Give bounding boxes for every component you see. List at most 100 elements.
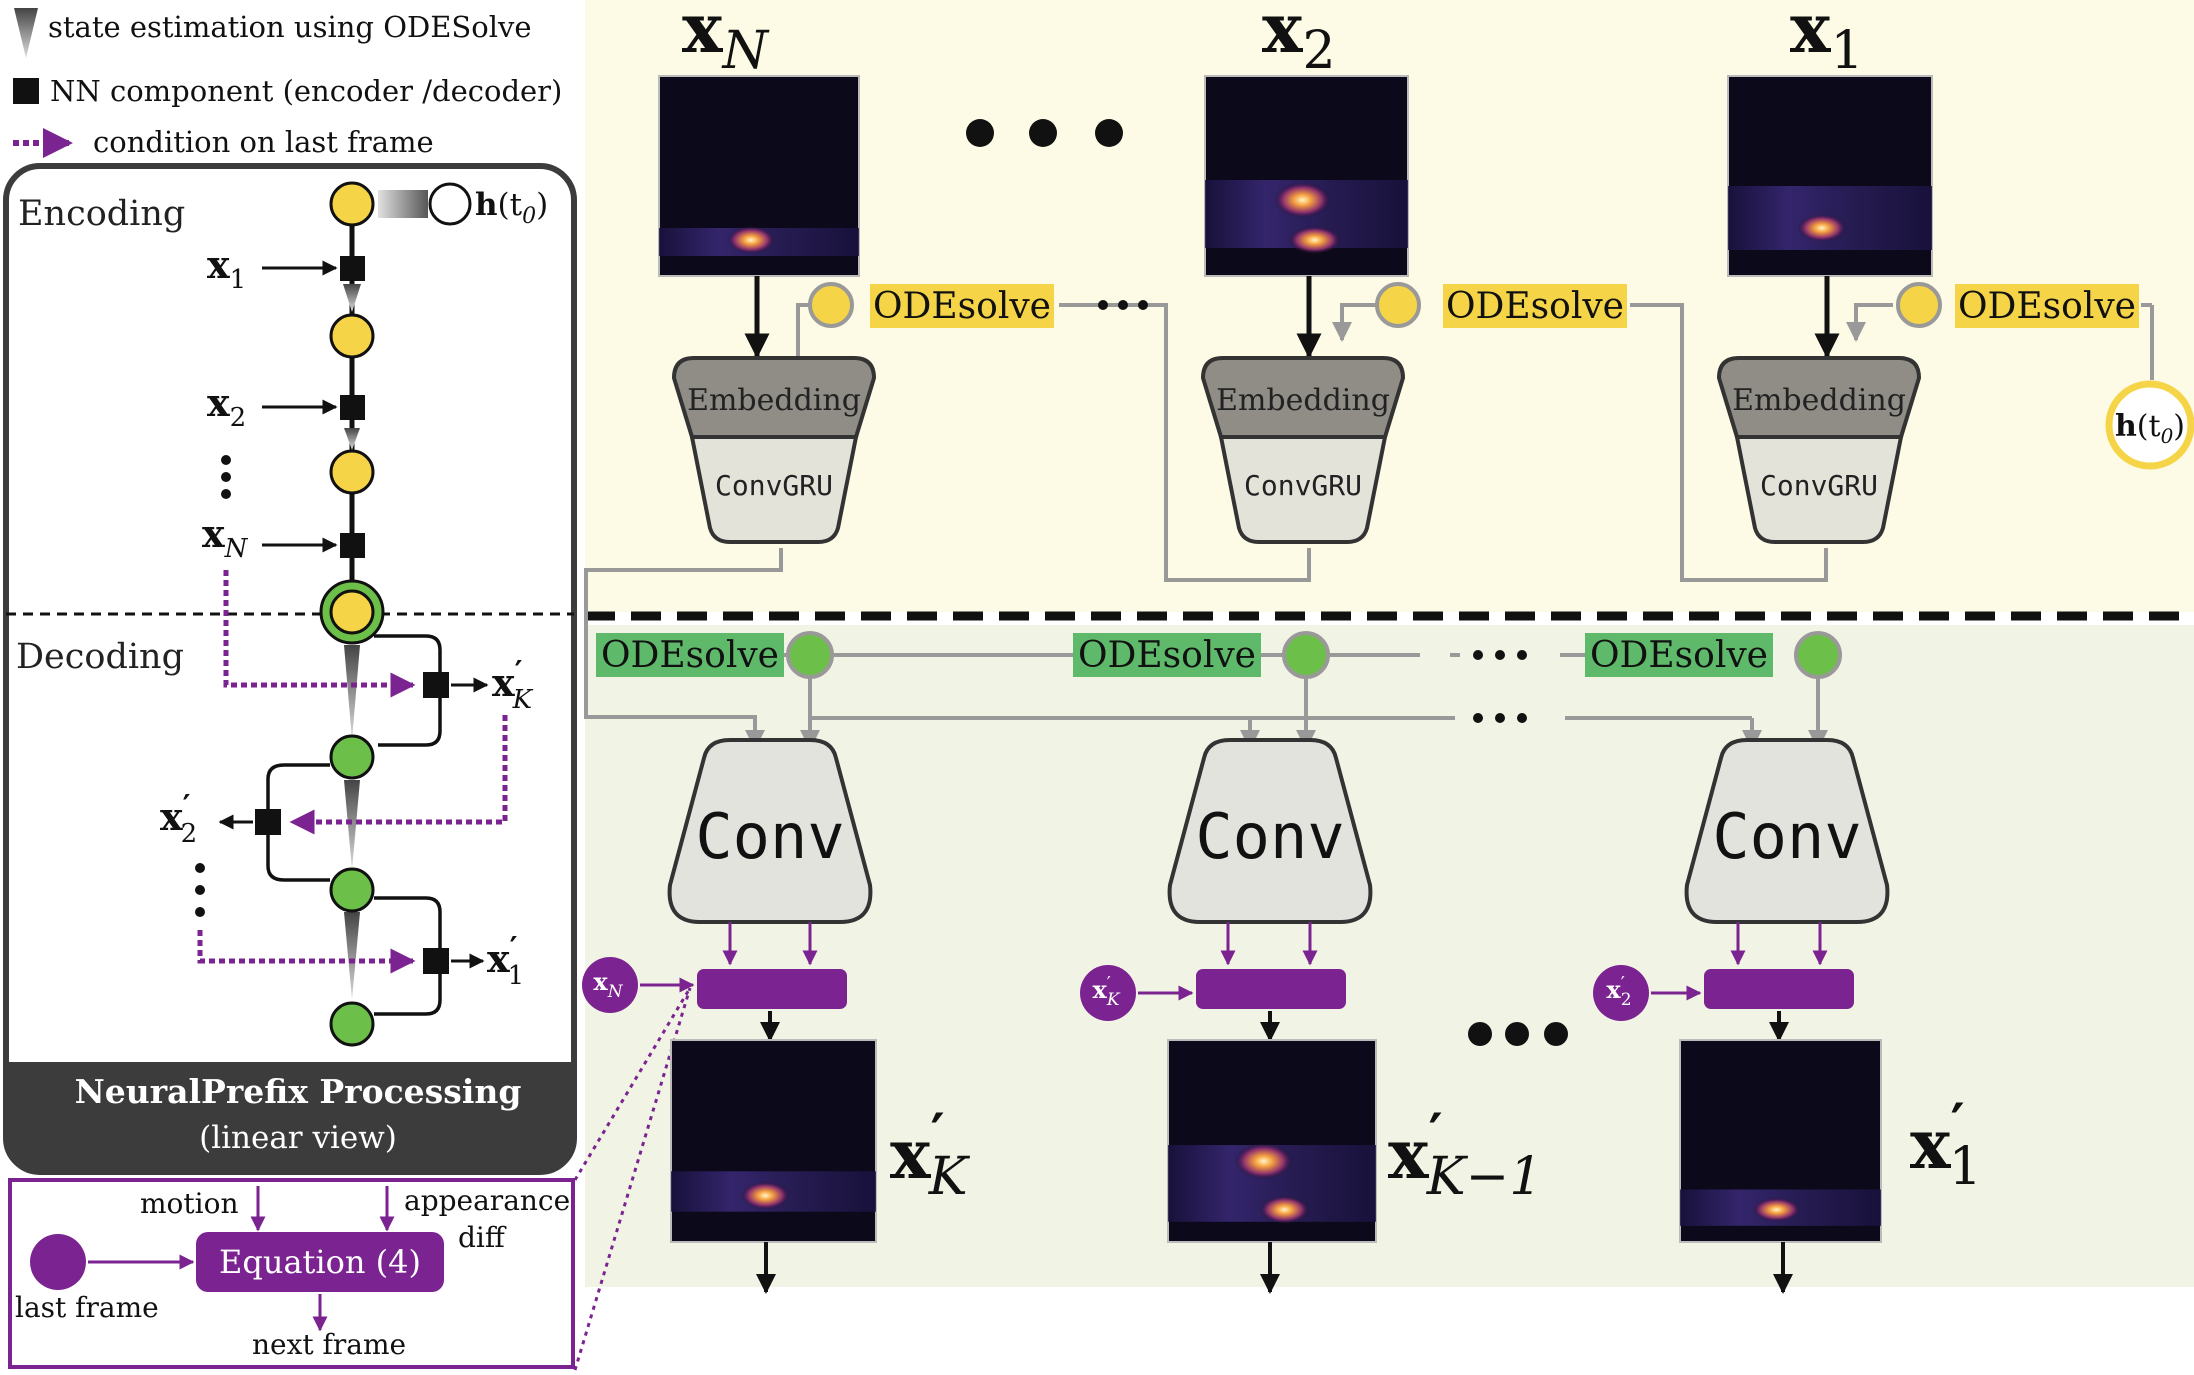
- state-node: [329, 313, 375, 359]
- panel-title: NeuralPrefix Processing: [75, 1072, 522, 1111]
- nn-square-icon: [13, 78, 39, 104]
- dec-output-x2: x′2: [160, 789, 197, 849]
- encoder-block-2: Embedding ConvGRU: [1200, 356, 1406, 544]
- odesolve-label: ODEsolve: [873, 286, 1051, 327]
- state-node: [329, 449, 375, 495]
- odesolve-tag: [1443, 284, 1627, 328]
- legend-condition: condition on last frame: [93, 125, 434, 159]
- equation-label: Equation (4): [219, 1243, 421, 1281]
- cond-label-xK: x′K: [1092, 973, 1120, 1010]
- odesolve-tag: [1585, 633, 1773, 677]
- radar-frame-image: [1727, 75, 1933, 277]
- last-frame-label: last frame: [15, 1291, 159, 1324]
- ode-node: [808, 282, 854, 328]
- cond-label-x2: x′2: [1606, 973, 1631, 1010]
- encoder-nn-block: [340, 256, 365, 281]
- radar-frame-image: [1167, 1039, 1377, 1243]
- last-frame-node: [30, 1234, 86, 1290]
- condition-arrow: [289, 715, 508, 835]
- decoder-nn-block: [423, 948, 449, 974]
- decode-node: [329, 867, 375, 913]
- svg-text:xN: xN: [202, 511, 249, 564]
- ode-node: [1282, 631, 1330, 679]
- encoder-block-1: Embedding ConvGRU: [1716, 356, 1922, 544]
- equation-box: motion appearance diff Equation (4) last…: [8, 1178, 575, 1369]
- radar-frame-image: [1204, 75, 1409, 277]
- decoder-frames: [670, 1039, 1882, 1243]
- h0-start-node: [2105, 380, 2194, 470]
- diff-label: diff: [458, 1221, 507, 1254]
- output-label-x1: x′1: [1910, 1091, 1982, 1197]
- radar-frame-image: [658, 75, 860, 277]
- panel-footer: [6, 1062, 574, 1172]
- decoder-section: ODEsolve ODEsolve ODEsolve Conv Conv Con…: [582, 631, 1982, 1294]
- encoder-block-n: Embedding ConvGRU: [671, 356, 877, 544]
- decoding-label: Decoding: [16, 637, 184, 677]
- next-frame-label: next frame: [252, 1328, 406, 1361]
- frame-label-xN: xN: [682, 0, 770, 81]
- frame-label-x1: x1: [1790, 0, 1864, 81]
- cone-icon: [344, 645, 360, 740]
- odesolve-label: ODEsolve: [1958, 286, 2136, 327]
- latent-node: [329, 589, 375, 635]
- panel-h0-label: h(t0): [475, 187, 548, 229]
- equation-bar: [1704, 969, 1854, 1009]
- enc-input-xN: xN: [202, 511, 338, 564]
- panel-subtitle: (linear view): [199, 1120, 397, 1156]
- output-label-xK: x′K: [890, 1101, 971, 1207]
- legend-state-estimation: state estimation using ODESolve: [48, 10, 532, 44]
- encoder-nn-block: [340, 533, 365, 558]
- conv-label: Conv: [695, 800, 844, 873]
- decode-node: [329, 734, 375, 780]
- dec-output-xK: x′K: [492, 655, 534, 715]
- dec-output-x1: x′1: [487, 931, 524, 991]
- legend: state estimation using ODESolve NN compo…: [13, 8, 562, 159]
- conv-block-k: Conv: [667, 738, 873, 924]
- ode-node: [1794, 631, 1842, 679]
- convgru-label: ConvGRU: [1760, 469, 1878, 502]
- embedding-label: Embedding: [687, 383, 861, 418]
- cone-icon: [344, 780, 360, 870]
- cone-icon: [14, 8, 38, 58]
- odesolve-tag: [1073, 633, 1261, 677]
- decode-node: [329, 1001, 375, 1047]
- enc-input-x2: x2: [207, 380, 338, 433]
- conv-label: Conv: [1712, 800, 1861, 873]
- radar-frame-image: [1679, 1039, 1882, 1243]
- decoder-nn-block: [423, 672, 449, 698]
- conv-label: Conv: [1195, 800, 1344, 873]
- encoder-section: xN x2 x1 ODEsolve ODEsolve ODEsolve h(t0…: [584, 0, 2194, 750]
- h0-node: [428, 182, 472, 226]
- cond-label-xN: xN: [593, 967, 623, 1002]
- odesolve-label: ODEsolve: [601, 635, 779, 676]
- zoom-connector: [573, 987, 692, 1181]
- cone-icon: [344, 912, 360, 1000]
- legend-nn-component: NN component (encoder /decoder): [50, 74, 562, 108]
- frame-label-x2: x2: [1262, 0, 1336, 81]
- cone-icon: [343, 284, 361, 312]
- decoder-nn-block: [255, 809, 281, 835]
- condition-arrow: [223, 570, 416, 698]
- radar-frame-image: [670, 1039, 877, 1243]
- equation-node: [196, 1232, 444, 1292]
- equation-bar: [697, 969, 847, 1009]
- odesolve-label: ODEsolve: [1590, 635, 1768, 676]
- ode-node: [1896, 282, 1942, 328]
- neuralprefix-panel: NeuralPrefix Processing (linear view) En…: [3, 163, 577, 1175]
- condition-arrow: [197, 930, 416, 974]
- svg-text:x2: x2: [207, 380, 246, 433]
- svg-text:x1: x1: [207, 242, 246, 295]
- odesolve-tag: [870, 284, 1054, 328]
- appearance-label: appearance: [404, 1184, 570, 1217]
- cond-node: [1080, 965, 1136, 1021]
- conv-block-k1: Conv: [1167, 738, 1373, 924]
- odesolve-tag: [596, 633, 784, 677]
- cond-node: [582, 957, 638, 1013]
- odesolve-label: ODEsolve: [1446, 286, 1624, 327]
- motion-label: motion: [140, 1187, 239, 1220]
- embedding-label: Embedding: [1732, 383, 1906, 418]
- encoder-frames: [658, 75, 1933, 277]
- ode-node: [1375, 282, 1421, 328]
- encoder-nn-block: [340, 395, 365, 420]
